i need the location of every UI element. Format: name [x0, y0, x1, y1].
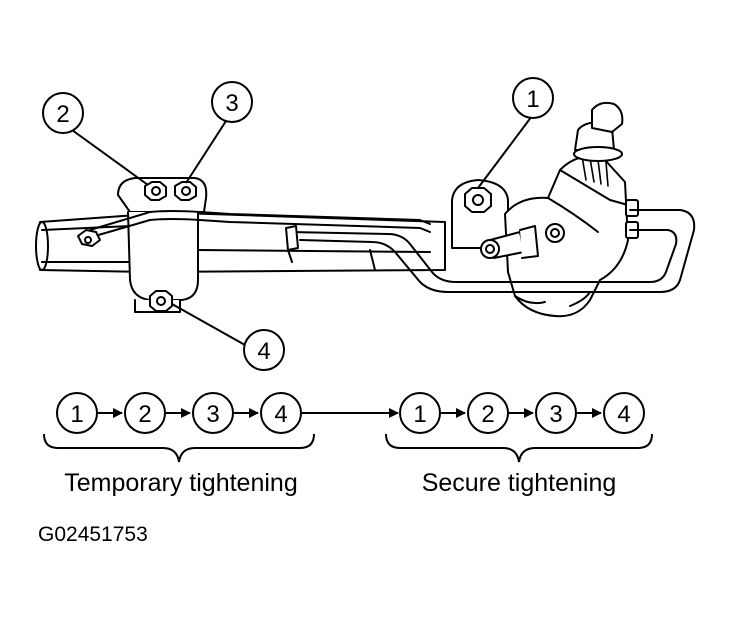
secure-step-4-label: 4 [617, 401, 630, 428]
figure-id: G02451753 [38, 523, 148, 546]
line-fitting-mid [285, 225, 299, 251]
hydraulic-line-inner [289, 229, 678, 283]
temp-step-1-label: 1 [70, 401, 83, 428]
hydraulic-line-outer [299, 209, 696, 293]
callout-1: 1 [512, 77, 554, 119]
secure-step-2: 2 [467, 392, 509, 434]
temp-step-2: 2 [124, 392, 166, 434]
secure-step-3: 3 [535, 392, 577, 434]
secure-tightening-label: Secure tightening [422, 469, 617, 497]
secure-brace [385, 433, 653, 463]
bolt-1 [464, 187, 492, 213]
temporary-brace [43, 433, 315, 463]
secure-step-2-label: 2 [481, 401, 494, 428]
input-shaft-cap [591, 101, 624, 133]
temp-step-4-label: 4 [274, 401, 287, 428]
hydraulic-line-left [94, 218, 431, 237]
callout-4-label: 4 [257, 338, 270, 365]
callout-2: 2 [42, 92, 84, 134]
bolt-2 [144, 181, 167, 201]
temporary-tightening-label: Temporary tightening [64, 469, 297, 497]
bolt-3 [174, 181, 197, 201]
callout-leaders [71, 115, 533, 346]
rack-tube-opening [35, 221, 49, 271]
bolt-4 [149, 290, 173, 312]
temporary-sequence: 1 2 3 4 [56, 392, 302, 434]
callout-1-label: 1 [526, 86, 539, 113]
callout-4: 4 [243, 329, 285, 371]
secure-step-1-label: 1 [413, 401, 426, 428]
secure-step-3-label: 3 [549, 401, 562, 428]
temp-step-3: 3 [192, 392, 234, 434]
steering-gear-illustration [35, 101, 696, 318]
secure-step-4: 4 [603, 392, 645, 434]
temp-step-3-label: 3 [206, 401, 219, 428]
temp-step-2-label: 2 [138, 401, 151, 428]
left-clamp [127, 211, 199, 301]
secure-step-1: 1 [399, 392, 441, 434]
callout-3: 3 [211, 81, 253, 123]
callout-2-label: 2 [56, 101, 69, 128]
temp-step-4: 4 [260, 392, 302, 434]
secure-sequence: 1 2 3 4 [399, 392, 645, 434]
callout-3-label: 3 [225, 90, 238, 117]
line-fitting-left [77, 229, 101, 247]
temp-step-1: 1 [56, 392, 98, 434]
